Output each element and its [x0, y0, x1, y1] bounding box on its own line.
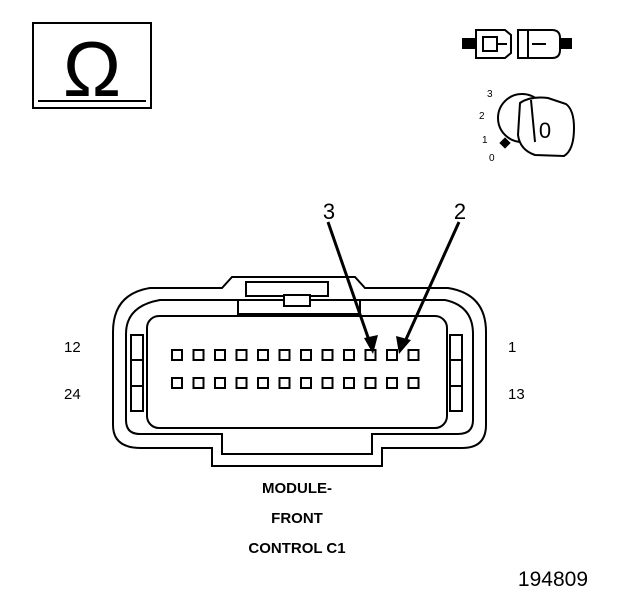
ohm-symbol: Ω: [63, 25, 121, 113]
pin-label-top-left: 12: [64, 339, 81, 356]
caption-line-2: FRONT: [271, 510, 323, 527]
ignition-position-0: 0: [489, 153, 495, 164]
callout-arrows: 3 2: [323, 199, 466, 354]
pin-cavity: [278, 377, 291, 389]
pin-cavity: [321, 377, 334, 389]
pin-cavity: [257, 349, 269, 361]
pin-cavity: [214, 349, 226, 361]
callout-arrowhead-2: [396, 336, 411, 354]
pin-cavity: [343, 349, 355, 361]
pin-cavity: [235, 377, 248, 389]
pin-label-bottom-right: 13: [508, 386, 525, 403]
pin-cavity: [386, 349, 398, 361]
pin-cavity: [386, 377, 398, 389]
pin-cavity: [321, 349, 334, 361]
pin-cavity: [407, 377, 420, 389]
ignition-position-2: 2: [479, 111, 485, 122]
pin-cavity: [364, 377, 377, 389]
ignition-switch-icon: 0 3 2 1 0: [479, 89, 576, 164]
caption-line-3: CONTROL C1: [248, 540, 346, 557]
pin-cavity-grid: [171, 349, 420, 389]
callout-label-3: 3: [323, 199, 335, 224]
pin-cavity: [278, 349, 291, 361]
callout-arrow-2: [401, 221, 461, 347]
ohmmeter-icon: Ω: [32, 22, 152, 113]
pin-cavity: [257, 377, 269, 389]
pin-cavity: [171, 349, 183, 361]
pin-cavity: [300, 377, 312, 389]
pin-cavity: [343, 377, 355, 389]
pin-cavity: [214, 377, 226, 389]
pin-cavity: [171, 377, 183, 389]
key-position-label: 0: [539, 118, 551, 143]
figure-number: 194809: [517, 568, 588, 591]
ignition-position-1: 1: [482, 135, 488, 146]
pin-label-bottom-left: 24: [64, 386, 81, 403]
pin-cavity: [364, 349, 377, 361]
callout-arrow-3: [326, 221, 373, 347]
pin-cavity: [192, 377, 205, 389]
connector-body: [112, 276, 487, 467]
pin-cavity: [300, 349, 312, 361]
pin-cavity: [407, 349, 420, 361]
caption-line-1: MODULE-: [262, 480, 332, 497]
pin-cavity: [192, 349, 205, 361]
disconnected-connector-icon: [462, 29, 572, 59]
pin-cavity: [235, 349, 248, 361]
ignition-position-3: 3: [487, 89, 493, 100]
callout-label-2: 2: [454, 199, 466, 224]
callout-arrowhead-3: [364, 335, 378, 354]
pin-label-top-right: 1: [508, 339, 516, 356]
